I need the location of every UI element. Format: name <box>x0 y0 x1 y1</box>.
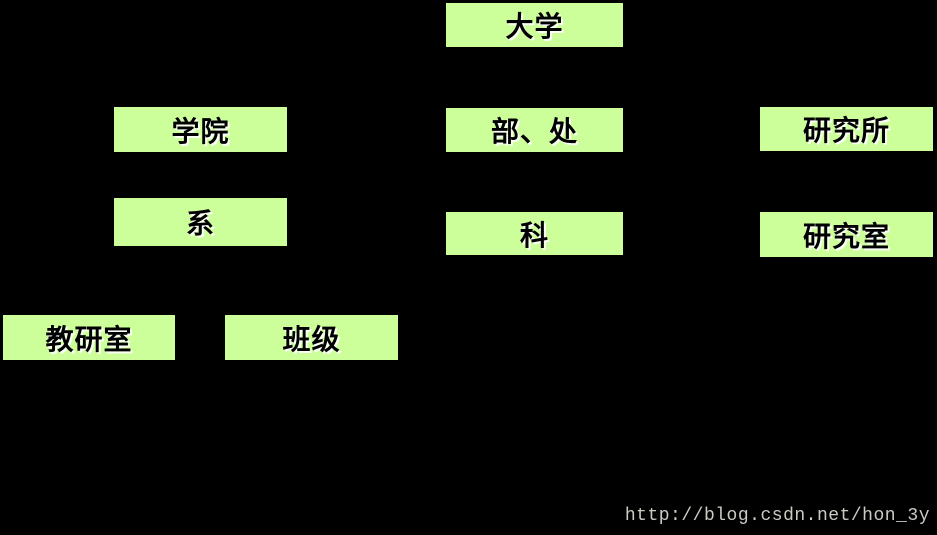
node-research-institute: 研究所 <box>760 107 933 151</box>
node-teaching-research-office: 教研室 <box>3 315 175 360</box>
node-research-office: 研究室 <box>760 212 933 257</box>
node-dept-office: 部、处 <box>446 108 623 152</box>
watermark-url: http://blog.csdn.net/hon_3y <box>624 506 930 526</box>
node-section: 科 <box>446 212 623 255</box>
node-university: 大学 <box>446 3 623 47</box>
node-college: 学院 <box>114 107 287 152</box>
node-class: 班级 <box>225 315 398 360</box>
node-department: 系 <box>114 198 287 246</box>
